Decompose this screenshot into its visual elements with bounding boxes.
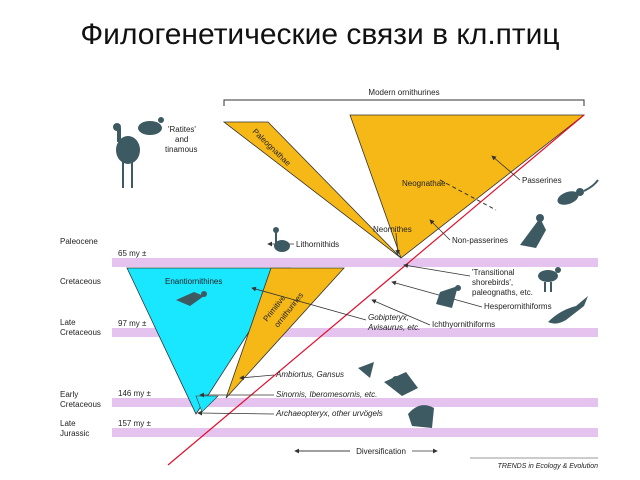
label-ratites: 'Ratites': [168, 125, 196, 134]
hesperornis-silhouette: [548, 296, 588, 324]
label-passerines: Passerines: [522, 176, 562, 185]
label-enantiornithines: Enantiornithines: [165, 277, 222, 286]
page-title: Филогенетические связи в кл.птиц: [80, 18, 560, 51]
non-passerine-silhouette: [520, 214, 546, 248]
label-ambiortus: Ambiortus, Gansus: [275, 370, 344, 379]
band-late-cretaceous: [112, 328, 598, 337]
enantiornithines-triangle: [126, 267, 291, 415]
passerine-divider: [439, 179, 497, 211]
age-65: 65 my ±: [118, 249, 147, 258]
passerine-silhouette: [557, 179, 599, 205]
label-tinamous: tinamous: [165, 145, 197, 154]
label-neornithes: Neornithes: [373, 225, 412, 234]
enantiornithine-silhouette: [176, 291, 207, 306]
arrow-passerines: [491, 155, 521, 181]
neognathae-triangle: [349, 114, 586, 259]
period-late-jurassic-1: Late: [60, 419, 76, 428]
band-paleocene: [112, 258, 598, 267]
period-late-cretaceous-2: Cretaceous: [60, 328, 101, 337]
label-gobipteryx: Gobipteryx,: [368, 313, 409, 322]
period-early-cretaceous-2: Cretaceous: [60, 400, 101, 409]
enantiornithines-small: [195, 395, 219, 413]
diversification-label: Diversification: [356, 447, 406, 456]
arrow-neornithes: [395, 232, 401, 255]
arrow-hesperornithiforms: [391, 280, 483, 308]
label-transitional-1: 'Transitional: [472, 268, 515, 277]
age-157: 157 my ±: [118, 419, 151, 428]
age-97: 97 my ±: [118, 319, 147, 328]
arrow-ichthyornithiforms: [371, 299, 431, 326]
arrow-transitional: [403, 263, 471, 277]
label-neognathae: Neognathae: [402, 179, 446, 188]
arrow-gobipteryx: [251, 286, 367, 321]
ichthyornis-silhouette: [436, 285, 461, 308]
label-ratites-and: and: [175, 135, 188, 144]
ambiortus-silhouette: [358, 362, 374, 378]
label-avisaurus: Avisaurus, etc.: [367, 323, 420, 332]
period-paleocene: Paleocene: [60, 237, 98, 246]
band-late-jurassic: [112, 428, 598, 437]
label-sinornis: Sinornis, Iberomesornis, etc.: [276, 390, 377, 399]
lithornithid-silhouette: [273, 227, 290, 252]
shorebird-silhouette: [538, 267, 561, 292]
period-early-cretaceous-1: Early: [60, 390, 78, 399]
label-transitional-2: shorebirds',: [472, 278, 513, 287]
label-transitional-3: paleognaths, etc.: [472, 288, 533, 297]
modern-ornithurines-label: Modern ornithurines: [368, 88, 439, 97]
ratite-silhouette: [113, 117, 164, 188]
period-late-jurassic-2: Jurassic: [60, 429, 89, 438]
label-hesperornithiforms: Hesperornithiforms: [484, 302, 552, 311]
label-archaeopteryx: Archaeopteryx, other urvögels: [275, 409, 383, 418]
age-146: 146 my ±: [118, 389, 151, 398]
diversification-label-bg: [350, 444, 412, 457]
credit-text: TRENDS in Ecology & Evolution: [498, 463, 598, 470]
arrow-non-passerines: [429, 219, 451, 241]
sinornis-silhouette: [384, 372, 418, 396]
paleognathae-triangle: [222, 121, 402, 259]
label-ichthyornithiforms: Ichthyornithiforms: [432, 320, 495, 329]
period-late-cretaceous-1: Late: [60, 318, 76, 327]
main-lineage-line: [167, 114, 585, 466]
archaeopteryx-silhouette: [408, 405, 434, 428]
period-cretaceous: Cretaceous: [60, 277, 101, 286]
label-lithornithids: Lithornithids: [296, 240, 339, 249]
arrow-ambiortus: [239, 374, 275, 381]
arrow-archaeopteryx: [197, 410, 275, 416]
band-early-cretaceous: [112, 398, 598, 407]
label-non-passerines: Non-passerines: [452, 236, 508, 245]
modern-ornithurines-bracket: [223, 99, 585, 106]
primitive-ornithurines-triangle: [225, 267, 345, 399]
